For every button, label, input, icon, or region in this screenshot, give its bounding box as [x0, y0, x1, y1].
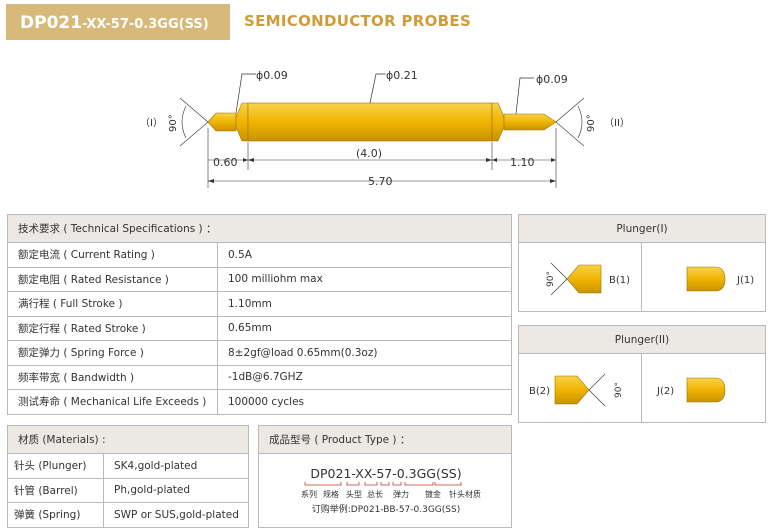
spec-key: 额定行程 ( Rated Stroke ) — [7, 315, 218, 341]
part-label: 系列 — [301, 489, 317, 499]
plunger2-angle: 90° — [614, 382, 624, 398]
spec-value: 0.5A — [217, 242, 512, 268]
table-row: 额定电流 ( Current Rating ) 0.5A — [7, 242, 512, 268]
spec-value: 100000 cycles — [217, 389, 512, 415]
spec-key: 额定电流 ( Current Rating ) — [7, 242, 218, 268]
product-code: DP021-XX-57-0.3GG(SS) — [20, 13, 209, 33]
page-title: SEMICONDUCTOR PROBES — [244, 12, 472, 30]
plunger1-left-label: B(1) — [609, 275, 630, 286]
table-row: 满行程 ( Full Stroke ) 1.10mm — [7, 291, 512, 317]
spec-table: 技术要求 ( Technical Specifications ) ： 额定电流… — [7, 214, 512, 415]
dia-left-text: ϕ0.09 — [256, 69, 288, 82]
spec-key: 测试寿命 ( Mechanical Life Exceeds ) — [7, 389, 218, 415]
spec-key: 满行程 ( Full Stroke ) — [7, 291, 218, 317]
material-value: Ph,gold-plated — [103, 477, 249, 503]
table-row: 额定弹力 ( Spring Force ) 8±2gf@load 0.65mm(… — [7, 340, 512, 366]
plunger1-angle: 90° — [546, 271, 556, 287]
angle-right-text: 90° — [586, 114, 597, 132]
label-right-text: （II） — [604, 117, 630, 129]
angle-left-text: 90° — [168, 114, 179, 132]
dia-mid-text: ϕ0.21 — [386, 69, 418, 82]
part-label: 总长 — [367, 489, 383, 499]
part-label: 头型 — [346, 489, 362, 499]
plunger2-graphics: B(2) 90° J(2) — [529, 373, 726, 407]
table-row: 弹簧 (Spring) SWP or SUS,gold-plated — [7, 502, 249, 528]
plunger1-title: Plunger(I) — [519, 215, 765, 243]
spec-key: 额定弹力 ( Spring Force ) — [7, 340, 218, 366]
spec-key: 额定电阻 ( Rated Resistance ) — [7, 266, 218, 292]
spec-value: 0.65mm — [217, 315, 512, 341]
part-label: 针头材质 — [449, 489, 481, 499]
dim-060-text: 0.60 — [213, 156, 238, 169]
spec-header-row: 技术要求 ( Technical Specifications ) ： — [7, 214, 512, 243]
divider — [641, 243, 642, 311]
material-key: 针头 (Plunger) — [7, 453, 104, 479]
dim-570-text: 5.70 — [368, 175, 393, 188]
product-type-diagram: DP021-XX-57-0.3GG(SS) 系列 规格 头型 总长 弹力 镀金 … — [301, 466, 481, 515]
spec-key: 频率带宽 ( Bandwidth ) — [7, 364, 218, 390]
product-type-code: DP021-XX-57-0.3GG(SS) — [310, 466, 461, 481]
spec-value: 8±2gf@load 0.65mm(0.3oz) — [217, 340, 512, 366]
label-left-text: （I） — [140, 117, 163, 129]
table-row: 针管 (Barrel) Ph,gold-plated — [7, 477, 249, 503]
dim-110-text: 1.10 — [510, 156, 535, 169]
part-label: 镀金 — [425, 489, 441, 499]
plunger1-graphics: 90° B(1) J(1) — [546, 262, 754, 296]
table-row: 针头 (Plunger) SK4,gold-plated — [7, 453, 249, 479]
dim-40-text: (4.0) — [356, 147, 382, 160]
header-code-box: DP021-XX-57-0.3GG(SS) — [6, 4, 230, 40]
probe-drawing: ϕ0.09 ϕ0.21 ϕ0.09 （I） 90° 90° （II） 0.60 … — [140, 69, 630, 188]
table-row: 额定电阻 ( Rated Resistance ) 100 milliohm m… — [7, 266, 512, 292]
spec-header: 技术要求 ( Technical Specifications ) ： — [7, 214, 512, 243]
table-row: 额定行程 ( Rated Stroke ) 0.65mm — [7, 315, 512, 341]
order-example: 订购举例:DP021-BB-57-0.3GG(SS) — [312, 503, 461, 515]
material-key: 针管 (Barrel) — [7, 477, 104, 503]
spec-value: 1.10mm — [217, 291, 512, 317]
material-value: SWP or SUS,gold-plated — [103, 502, 249, 528]
dia-right-text: ϕ0.09 — [536, 73, 568, 86]
spec-value: 100 milliohm max — [217, 266, 512, 292]
plunger2-title: Plunger(II) — [519, 326, 765, 354]
product-type-panel: 成品型号 ( Product Type ) ： DP021-XX-57-0.3G… — [258, 425, 512, 528]
spec-value: -1dB@6.7GHZ — [217, 364, 512, 390]
material-value: SK4,gold-plated — [103, 453, 249, 479]
part-label: 弹力 — [393, 489, 409, 499]
materials-header: 材质 (Materials) : — [7, 425, 249, 454]
plunger2-right-label: J(2) — [656, 386, 674, 397]
divider — [641, 354, 642, 422]
table-row: 测试寿命 ( Mechanical Life Exceeds ) 100000 … — [7, 389, 512, 415]
materials-table: 材质 (Materials) : 针头 (Plunger) SK4,gold-p… — [7, 425, 249, 528]
material-key: 弹簧 (Spring) — [7, 502, 104, 528]
product-type-header: 成品型号 ( Product Type ) ： — [259, 426, 511, 454]
table-row: 频率带宽 ( Bandwidth ) -1dB@6.7GHZ — [7, 364, 512, 390]
part-label: 规格 — [323, 489, 339, 499]
plunger1-panel: Plunger(I) 90° B(1) J(1) — [518, 214, 766, 312]
plunger2-left-label: B(2) — [529, 386, 550, 397]
plunger1-right-label: J(1) — [736, 275, 754, 286]
plunger2-panel: Plunger(II) B(2) 90° J(2) — [518, 325, 766, 423]
